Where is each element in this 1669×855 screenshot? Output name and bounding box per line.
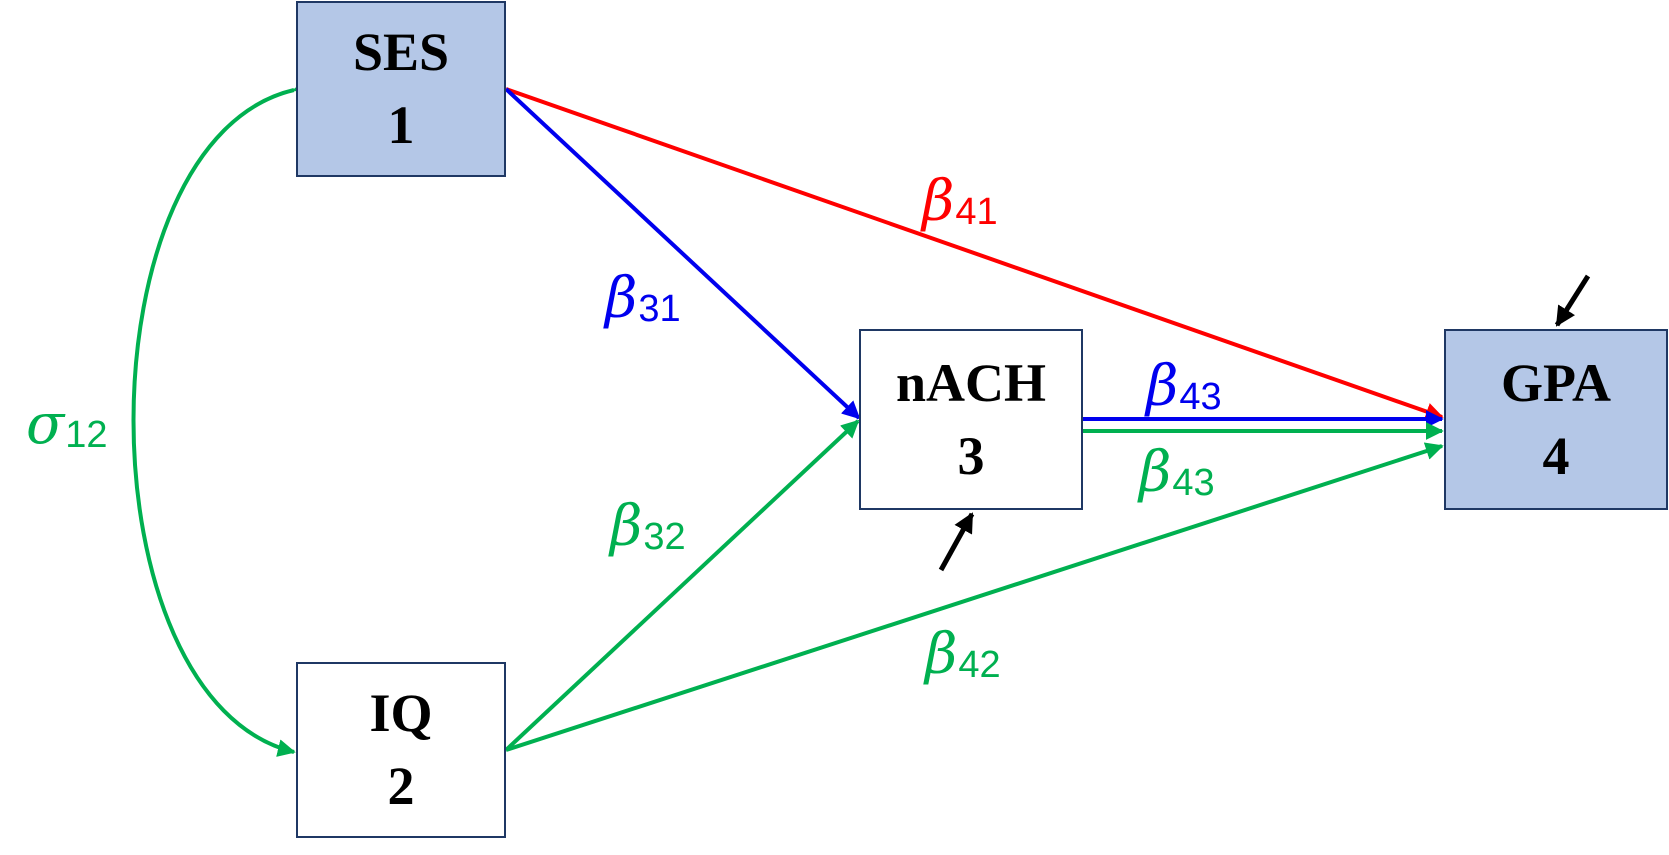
node-iq-name: IQ — [369, 683, 433, 744]
node-gpa-name: GPA — [1501, 352, 1611, 413]
residual-arrow-gpa — [1554, 274, 1591, 327]
path-ses-to-nach — [504, 87, 861, 420]
node-iq: IQ 2 — [296, 662, 506, 838]
node-ses: SES 1 — [296, 1, 506, 177]
node-ses-name: SES — [352, 22, 450, 83]
label-beta-43-blue: β43 — [1144, 354, 1222, 419]
path-iq-to-nach — [504, 419, 860, 752]
node-nach-number: 3 — [957, 425, 985, 486]
label-beta-43-green: β43 — [1137, 440, 1215, 505]
label-sigma-12: σ12 — [26, 392, 108, 457]
node-gpa: GPA 4 — [1444, 329, 1668, 510]
node-ses-number: 1 — [387, 95, 415, 155]
label-beta-31: β31 — [603, 266, 681, 331]
label-beta-41: β41 — [920, 169, 998, 234]
node-nach: nACH 3 — [859, 329, 1083, 510]
node-nach-name: nACH — [895, 352, 1047, 413]
covariance-curve-ses-iq — [131, 77, 312, 757]
residual-arrow-nach — [938, 512, 975, 572]
path-ses-to-gpa — [505, 87, 1444, 421]
path-iq-to-gpa — [505, 442, 1444, 752]
node-gpa-number: 4 — [1542, 425, 1570, 486]
label-beta-32: β32 — [608, 494, 686, 559]
label-beta-42: β42 — [923, 622, 1001, 687]
node-iq-number: 2 — [387, 756, 415, 816]
